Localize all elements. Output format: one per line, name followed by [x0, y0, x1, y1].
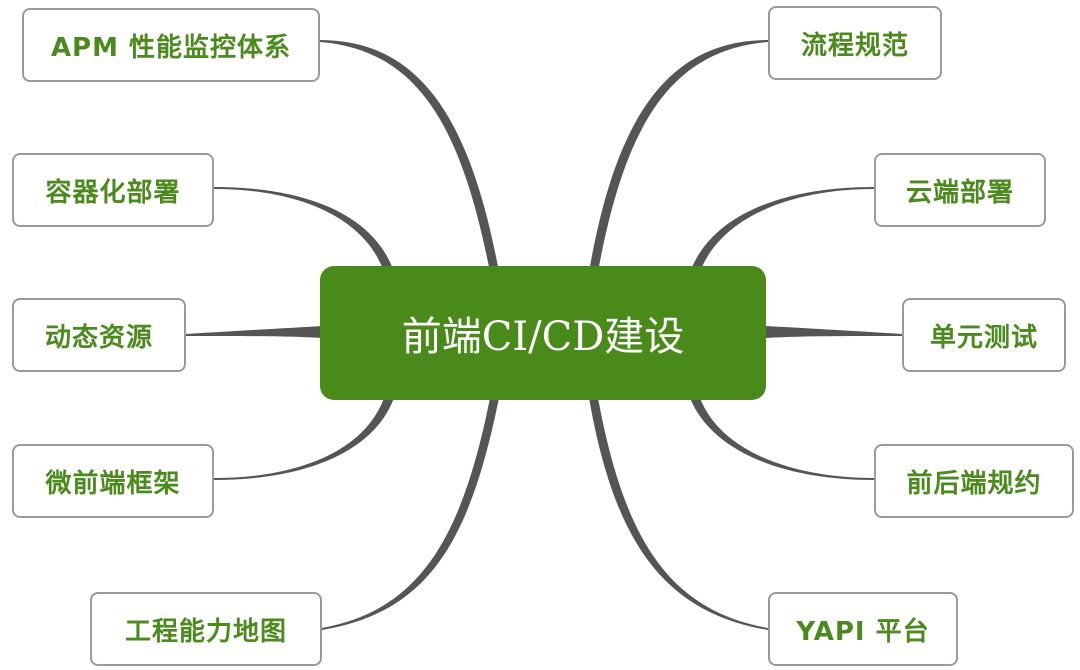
branch-dynamic — [186, 326, 322, 338]
node-container-deploy-label: 容器化部署 — [45, 177, 181, 208]
node-container-deploy: 容器化部署 — [12, 153, 214, 227]
branch-contract — [690, 398, 874, 480]
node-unit-test: 单元测试 — [902, 298, 1066, 372]
node-capability-map-label: 工程能力地图 — [124, 616, 287, 647]
branch-micro — [214, 398, 394, 480]
node-dynamic-resources-label: 动态资源 — [44, 322, 153, 353]
branch-cloud — [690, 187, 874, 272]
node-unit-test-label: 单元测试 — [929, 322, 1038, 353]
center-topic-label: 前端CI/CD建设 — [401, 314, 685, 360]
node-micro-frontend: 微前端框架 — [12, 444, 214, 518]
node-api-contract-label: 前后端规约 — [906, 468, 1042, 499]
node-yapi-platform-label: YAPI 平台 — [796, 616, 930, 647]
node-cloud-deploy-label: 云端部署 — [905, 177, 1014, 208]
node-yapi-platform: YAPI 平台 — [768, 592, 958, 666]
node-apm-label: APM 性能监控体系 — [50, 32, 292, 63]
node-process-spec-label: 流程规范 — [800, 30, 909, 61]
center-topic: 前端CI/CD建设 — [320, 266, 766, 400]
node-cloud-deploy: 云端部署 — [874, 153, 1046, 227]
node-process-spec: 流程规范 — [768, 6, 942, 80]
branch-process — [589, 40, 768, 272]
node-dynamic-resources: 动态资源 — [12, 298, 186, 372]
node-capability-map: 工程能力地图 — [90, 592, 322, 666]
branch-container — [214, 187, 394, 272]
node-micro-frontend-label: 微前端框架 — [45, 468, 181, 499]
branch-map — [322, 398, 499, 630]
branch-unit — [766, 326, 902, 338]
node-api-contract: 前后端规约 — [874, 444, 1074, 518]
branch-yapi — [589, 398, 768, 630]
node-apm: APM 性能监控体系 — [22, 8, 320, 82]
branch-apm — [320, 40, 499, 272]
